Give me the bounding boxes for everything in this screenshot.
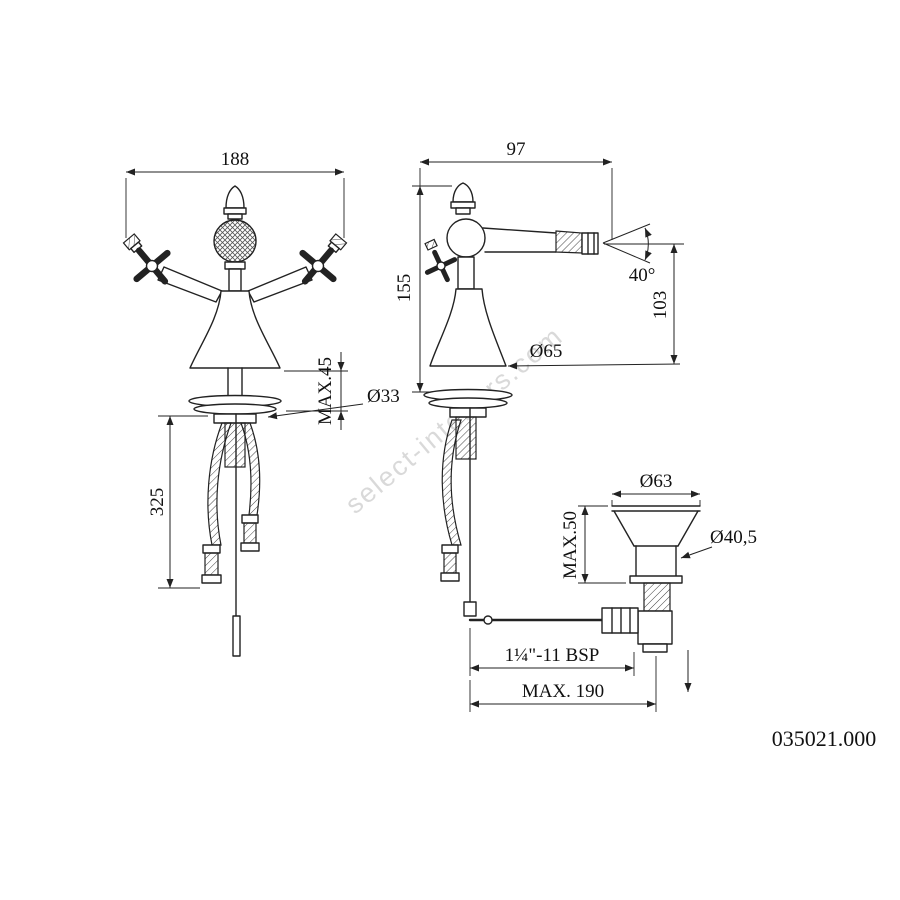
dim-waste-thread: 1¼"-11 BSP xyxy=(469,628,635,676)
dim-outlet-height: 103 xyxy=(604,243,684,364)
dim-deck-thickness-front: MAX.45 xyxy=(284,352,348,430)
base-flange-front xyxy=(188,367,282,415)
dim-label-body-height: 155 xyxy=(394,274,415,303)
dim-label-overall-width: 188 xyxy=(221,149,250,170)
dim-label-waste-cap-height: MAX.50 xyxy=(560,511,581,579)
front-view: 188 MAX.45 Ø33 325 xyxy=(122,149,400,657)
faucet-finial-side xyxy=(450,182,476,215)
faucet-head-front xyxy=(213,219,257,292)
dim-label-spout-reach: 97 xyxy=(507,139,526,160)
waste-body xyxy=(601,582,673,653)
side-view: 40° 97 xyxy=(394,139,684,625)
left-handle-arm xyxy=(157,266,223,303)
dim-label-waste-max-reach: MAX. 190 xyxy=(522,681,604,702)
faucet-finial-front xyxy=(223,185,247,220)
body-neck-side xyxy=(457,256,475,290)
right-handle-arm xyxy=(247,266,313,303)
dim-label-deck-thickness-front: MAX.45 xyxy=(315,357,336,425)
base-flange-side xyxy=(423,388,513,409)
dim-waste-body-diameter: Ø40,5 xyxy=(680,527,757,559)
dim-label-waste-top-diameter: Ø63 xyxy=(640,471,673,492)
shank-and-hoses-front xyxy=(201,413,261,657)
faucet-body-front xyxy=(189,290,281,369)
spray-cone: 40° xyxy=(602,223,656,286)
dim-base-diameter: Ø65 xyxy=(507,341,681,370)
waste-assembly: Ø63 MAX.50 Ø40,5 1¼"-11 BSP MAX. 190 xyxy=(469,471,757,712)
dim-spout-reach: 97 xyxy=(419,139,613,240)
dim-label-waste-body-diameter: Ø40,5 xyxy=(710,527,757,548)
waste-cap xyxy=(611,505,701,584)
dim-label-spray-angle: 40° xyxy=(629,265,656,286)
dim-body-height: 155 xyxy=(394,185,452,393)
dim-label-base-diameter: Ø65 xyxy=(530,341,563,362)
right-cross-handle xyxy=(299,233,348,285)
dim-label-waste-thread: 1¼"-11 BSP xyxy=(505,645,600,666)
shank-and-hose-side xyxy=(440,407,604,625)
dim-waste-cap-height: MAX.50 xyxy=(560,505,626,584)
dim-waste-top-diameter: Ø63 xyxy=(611,471,701,506)
faucet-head-side xyxy=(446,218,486,258)
left-cross-handle xyxy=(122,233,171,285)
spout-side xyxy=(482,227,599,255)
dim-label-hose-length: 325 xyxy=(147,488,168,517)
dim-label-outlet-height: 103 xyxy=(650,291,671,320)
dim-overall-width: 188 xyxy=(125,149,345,238)
cross-handle-side xyxy=(424,238,458,283)
dim-hose-length: 325 xyxy=(147,415,208,589)
product-code: 035021.000 xyxy=(772,726,877,751)
dim-label-shank-diameter: Ø33 xyxy=(367,386,400,407)
dim-shank-diameter: Ø33 xyxy=(267,386,400,420)
faucet-body-side xyxy=(429,288,507,367)
dim-waste-max-reach: MAX. 190 xyxy=(469,656,657,712)
